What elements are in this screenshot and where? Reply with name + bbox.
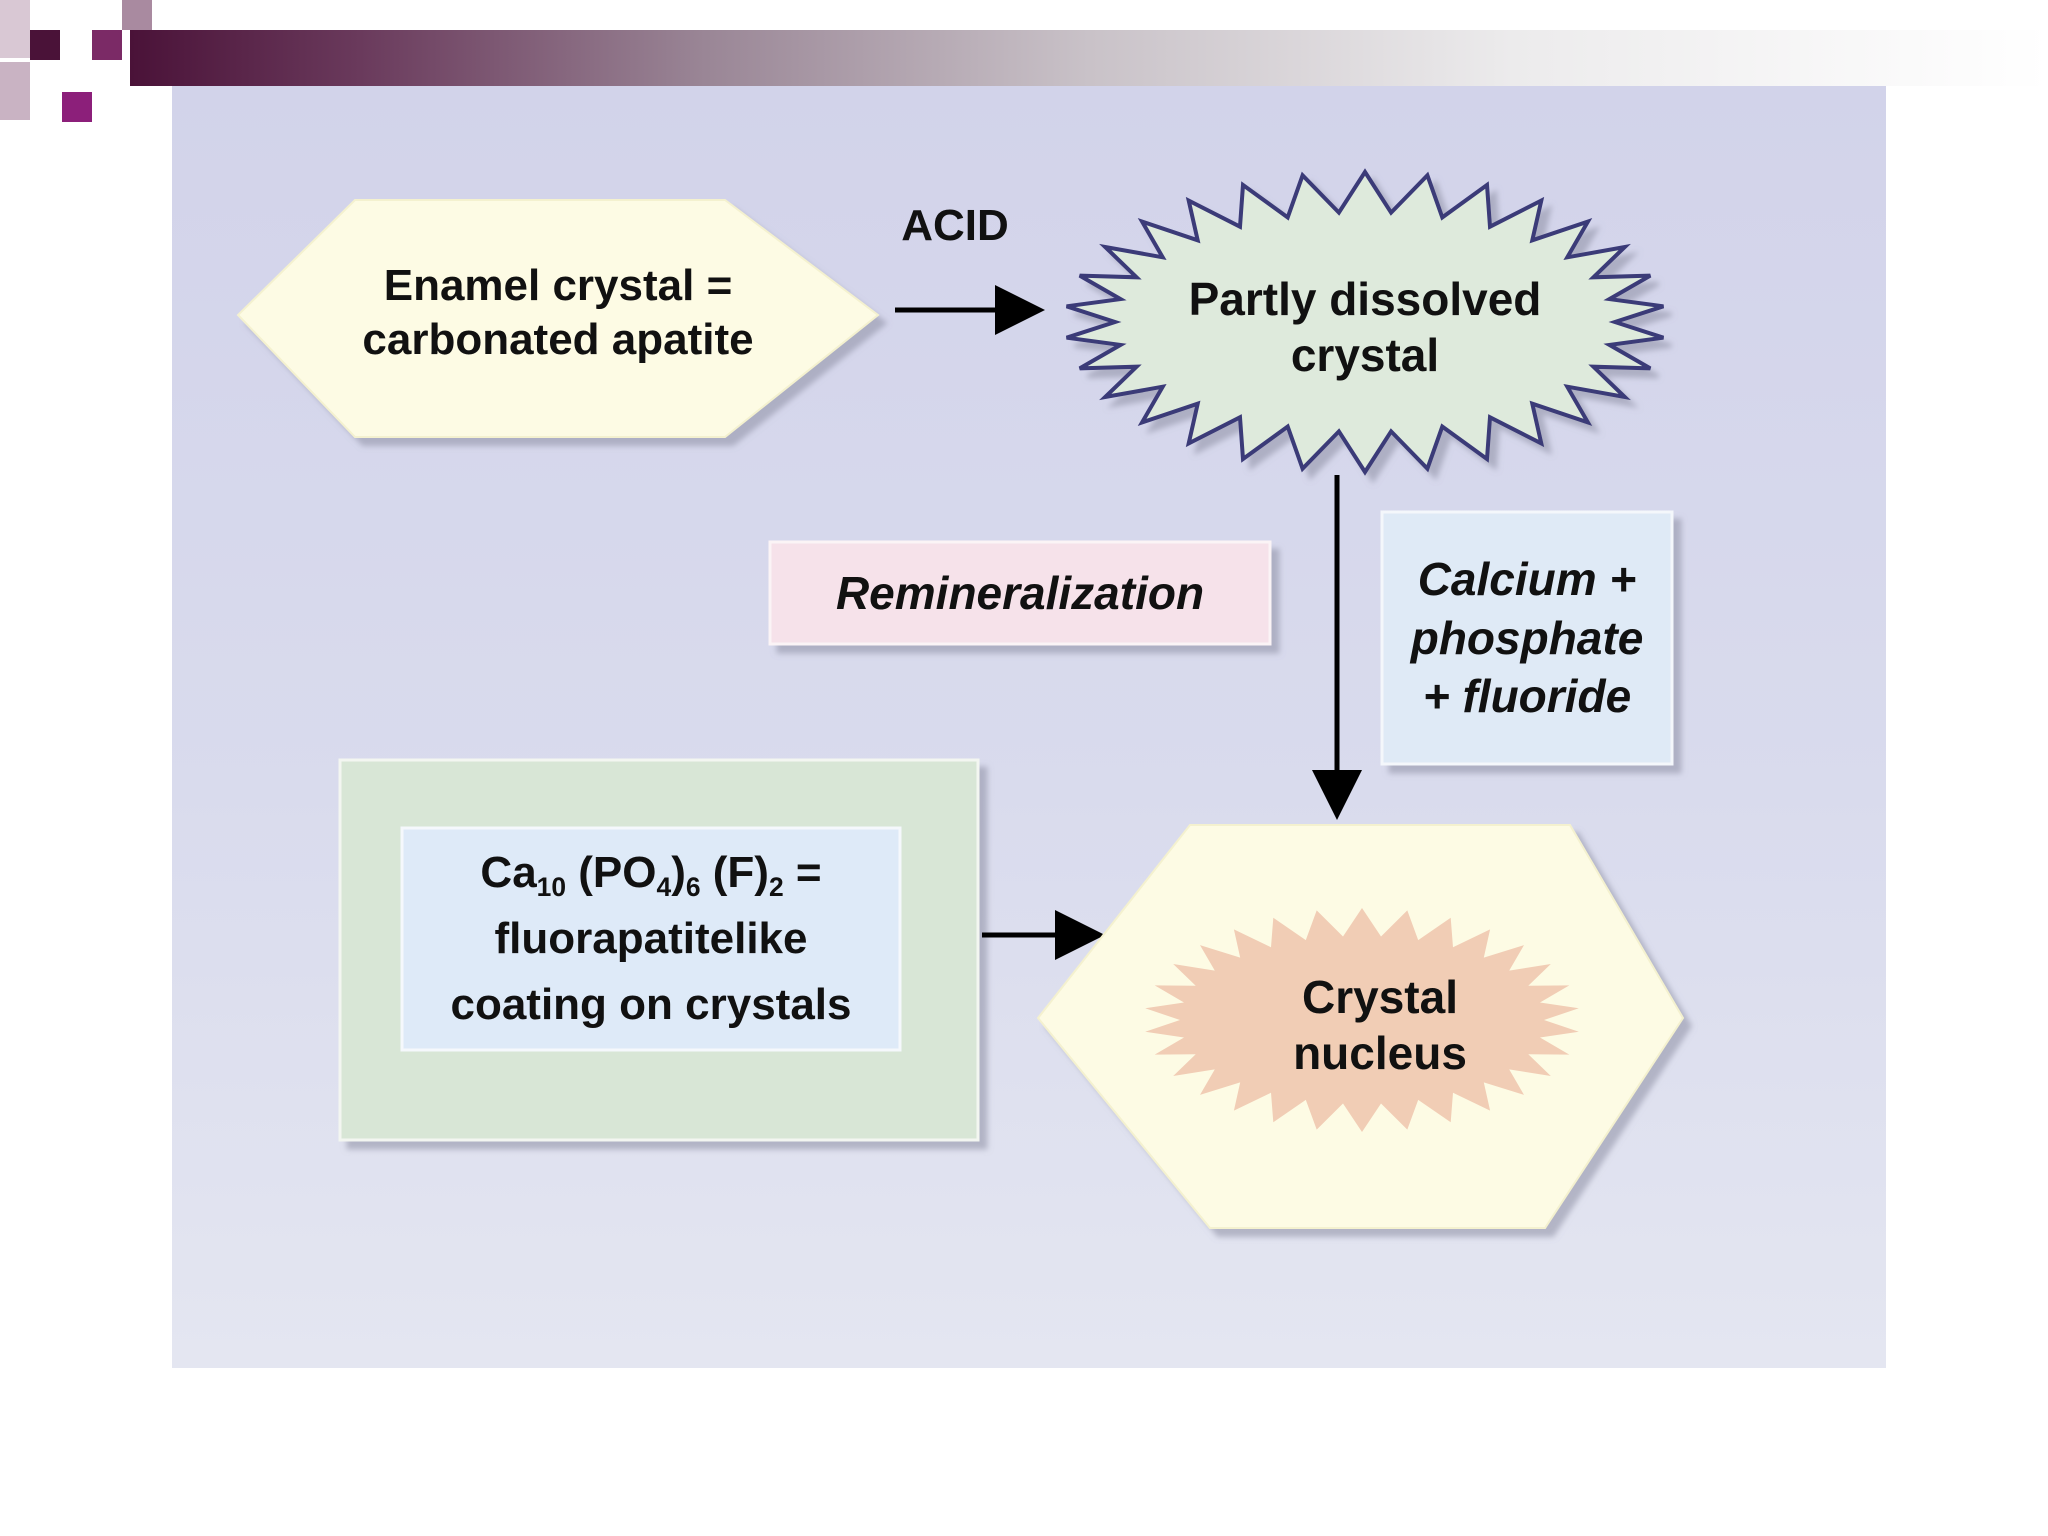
- fluorapatite-line2: fluorapatitelike: [494, 914, 808, 963]
- crystal-nucleus-starburst: [1145, 908, 1579, 1132]
- header-square-5: [0, 62, 30, 120]
- partly-dissolved-line1: Partly dissolved: [1188, 272, 1542, 325]
- header-square-2: [30, 30, 60, 60]
- header-square-6: [62, 92, 92, 122]
- partly-dissolved-line2: crystal: [1290, 329, 1440, 381]
- header-square-7: [0, 0, 30, 58]
- formula-po-close: ): [671, 848, 686, 897]
- ions-box: [1380, 510, 1674, 766]
- header-square-3: [92, 30, 122, 60]
- enamel-crystal-line2: carbonated apatite: [362, 315, 754, 364]
- ions-line3: + fluoride: [1422, 670, 1632, 723]
- slide-header-bar: [130, 30, 2048, 86]
- fluorapatite-inner-box: [400, 826, 902, 1052]
- formula-po-close-sub: 6: [685, 872, 701, 903]
- acid-label: ACID: [901, 201, 1009, 251]
- formula-ca: Ca: [480, 848, 537, 897]
- formula-eq: =: [795, 848, 822, 897]
- enamel-crystal-hexagon: [236, 199, 880, 438]
- formula-po: (PO: [578, 848, 657, 897]
- enamel-crystal-line1: Enamel crystal =: [383, 261, 733, 311]
- enamel-crystal-label: Enamel crystal = carbonated apatite: [268, 248, 848, 378]
- formula-ca-sub: 10: [536, 872, 567, 903]
- ions-label: Calcium + phosphate + fluoride: [1382, 512, 1672, 764]
- ions-line1: Calcium +: [1417, 552, 1637, 605]
- remineralization-box: [768, 540, 1272, 646]
- formula-f: (F): [712, 848, 769, 897]
- remineralization-label: Remineralization: [835, 566, 1205, 619]
- partly-dissolved-label: Partly dissolved crystal: [1130, 262, 1600, 392]
- crystal-nucleus-label: Crystal nucleus: [1200, 960, 1560, 1090]
- fluorapatite-label: Ca10 (PO4)6 (F)2 = fluorapatitelike coat…: [402, 828, 900, 1050]
- header-square-4: [122, 0, 152, 30]
- formula-po-sub: 4: [656, 872, 672, 903]
- crystal-nucleus-line2: nucleus: [1293, 1027, 1467, 1079]
- crystal-nucleus-line1: Crystal: [1302, 970, 1458, 1023]
- partly-dissolved-starburst: [1065, 168, 1665, 476]
- ions-line2: phosphate: [1410, 611, 1644, 664]
- formula-f-sub: 2: [768, 872, 784, 903]
- fluorapatite-formula: Ca10 (PO4)6 (F)2 =: [480, 840, 821, 906]
- fluorapatite-line3: coating on crystals: [450, 980, 852, 1029]
